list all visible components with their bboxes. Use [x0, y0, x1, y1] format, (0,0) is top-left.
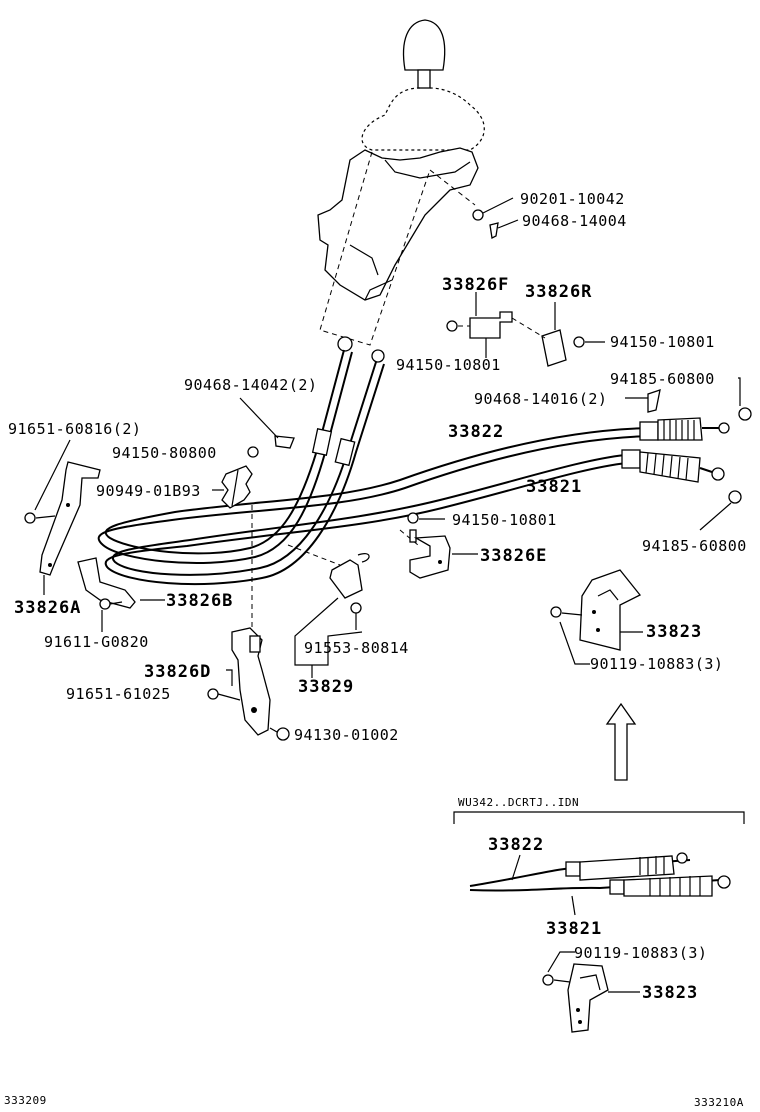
shift-cables	[97, 336, 730, 586]
nut-94185-a	[738, 377, 752, 421]
label-90119: 90119-10883(3)	[590, 655, 723, 673]
bracket-33826A	[24, 439, 101, 595]
label-94150-d: 94150-10801	[452, 511, 557, 529]
label-94150-b: 94150-10801	[396, 356, 501, 374]
label-90201: 90201-10042	[520, 190, 625, 208]
variant-header: WU342..DCRTJ..IDN	[458, 796, 579, 809]
shift-lever-assembly	[317, 19, 485, 346]
label-33826R: 33826R	[525, 282, 592, 302]
nut-94150-80800	[247, 446, 259, 458]
label-33826B: 33826B	[166, 591, 233, 611]
label-90468-14016: 90468-14016(2)	[474, 390, 607, 408]
label-33826A: 33826A	[14, 598, 81, 618]
label-33823: 33823	[646, 622, 702, 642]
bracket-33823-main	[550, 569, 643, 665]
clip-90468-14016	[625, 389, 661, 413]
bracket-33826B	[77, 557, 165, 632]
label-90949: 90949-01B93	[96, 482, 201, 500]
label-91651-61025: 91651-61025	[66, 685, 171, 703]
clip-33829	[294, 553, 370, 678]
variant-label-33821: 33821	[546, 919, 602, 939]
clip-90201	[472, 197, 514, 221]
label-90468-14042: 90468-14042(2)	[184, 376, 317, 394]
label-91611: 91611-G0820	[44, 633, 149, 651]
bracket-33826R	[511, 302, 605, 367]
nut-94185-b	[699, 490, 742, 531]
clip-90468-14042	[239, 397, 295, 449]
label-94185-a: 94185-60800	[610, 370, 715, 388]
variant-section	[453, 811, 745, 1033]
label-33826D: 33826D	[144, 662, 211, 682]
variant-label-33823: 33823	[642, 983, 698, 1003]
bracket-33826E	[407, 512, 478, 579]
footer-right-code: 333210A	[694, 1096, 744, 1109]
bracket-33826D	[207, 627, 290, 741]
label-94185-b: 94185-60800	[642, 537, 747, 555]
label-33826F: 33826F	[442, 275, 509, 295]
label-94150-80800: 94150-80800	[112, 444, 217, 462]
label-91651-60816: 91651-60816(2)	[8, 420, 141, 438]
up-arrow-icon	[605, 702, 637, 781]
label-94130: 94130-01002	[294, 726, 399, 744]
label-91553: 91553-80814	[304, 639, 409, 657]
label-94150-a: 94150-10801	[610, 333, 715, 351]
variant-label-90119: 90119-10883(3)	[574, 944, 707, 962]
label-33826E: 33826E	[480, 546, 547, 566]
variant-label-33822: 33822	[488, 835, 544, 855]
clip-90468-14004	[489, 219, 519, 239]
label-33829: 33829	[298, 677, 354, 697]
bracket-33826F	[446, 292, 513, 358]
label-33821: 33821	[526, 477, 582, 497]
label-90468-14004: 90468-14004	[522, 212, 627, 230]
label-33822: 33822	[448, 422, 504, 442]
footer-left-code: 333209	[4, 1094, 47, 1107]
grommet-90949	[212, 465, 253, 509]
